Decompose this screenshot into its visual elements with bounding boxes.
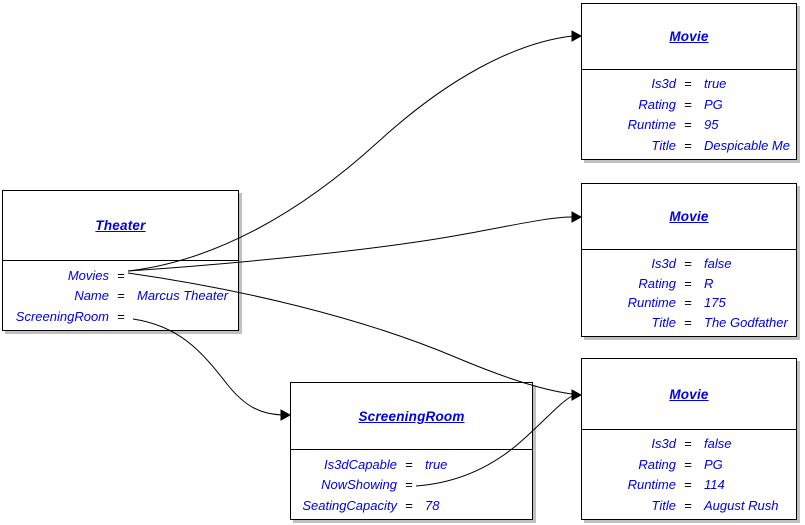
property-row-title: Title = The Godfather <box>582 314 796 331</box>
property-value: Despicable Me <box>704 137 790 153</box>
property-value: PG <box>704 96 723 112</box>
equals-sign: = <box>405 497 413 513</box>
connector-theater-screeningroom-to-screeningroom[interactable] <box>132 318 283 416</box>
property-name: Rating <box>638 96 676 112</box>
theater-properties: Movies = Name = Marcus Theater Screening… <box>3 261 238 330</box>
equals-sign: = <box>684 477 692 493</box>
equals-sign: = <box>684 275 692 291</box>
property-value: false <box>704 436 732 452</box>
property-row-runtime: Runtime = 114 <box>582 476 796 493</box>
property-name: ScreeningRoom <box>15 308 109 324</box>
property-row-is3d: Is3d = false <box>582 435 796 452</box>
property-value: true <box>704 76 727 92</box>
property-name: Movies <box>67 267 109 283</box>
property-name: Rating <box>638 275 676 291</box>
property-value: PG <box>704 456 723 472</box>
property-name: Is3d <box>651 76 676 92</box>
property-row-nowshowing: NowShowing = <box>291 476 532 493</box>
property-name: Title <box>651 497 676 513</box>
property-value: The Godfather <box>704 315 788 331</box>
property-row-rating: Rating = R <box>582 275 796 292</box>
property-value: false <box>704 255 732 271</box>
property-name: SeatingCapacity <box>302 497 397 513</box>
movie3-title: Movie <box>669 386 709 402</box>
movie2-properties: Is3d = false Rating = R Runtime = 175 Ti… <box>582 250 796 336</box>
property-row-is3dcapable: Is3dCapable = true <box>291 456 532 473</box>
property-value: August Rush <box>704 497 779 513</box>
equals-sign: = <box>117 288 125 303</box>
equals-sign: = <box>684 255 692 271</box>
theater-object-box[interactable]: Theater Movies = Name = Marcus Theater S… <box>2 190 239 331</box>
theater-header: Theater <box>3 191 238 261</box>
property-value: 175 <box>704 295 726 311</box>
screeningroom-object-box[interactable]: ScreeningRoom Is3dCapable = true NowShow… <box>290 382 533 520</box>
equals-sign: = <box>684 497 692 513</box>
movie3-properties: Is3d = false Rating = PG Runtime = 114 T… <box>582 430 796 519</box>
property-name: Rating <box>638 456 676 472</box>
property-name: Is3d <box>651 255 676 271</box>
equals-sign: = <box>684 436 692 452</box>
equals-sign: = <box>684 315 692 331</box>
movie1-properties: Is3d = true Rating = PG Runtime = 95 Tit… <box>582 70 796 159</box>
equals-sign: = <box>117 267 125 283</box>
movie3-object-box[interactable]: Movie Is3d = false Rating = PG Runtime =… <box>581 358 797 520</box>
arrowhead-screeningroom <box>280 409 292 421</box>
movie3-header: Movie <box>582 359 796 430</box>
equals-sign: = <box>117 308 125 324</box>
property-row-screeningroom: ScreeningRoom = <box>3 308 238 325</box>
screeningroom-header: ScreeningRoom <box>291 383 532 450</box>
property-row-title: Title = August Rush <box>582 497 796 514</box>
arrowhead-movie2 <box>571 211 583 223</box>
property-value: 114 <box>704 477 725 493</box>
property-value: true <box>425 456 448 472</box>
equals-sign: = <box>684 456 692 472</box>
arrowhead-movie3 <box>571 389 583 401</box>
property-name: Runtime <box>627 117 676 133</box>
equals-sign: = <box>684 117 692 133</box>
screeningroom-properties: Is3dCapable = true NowShowing = SeatingC… <box>291 450 532 519</box>
property-name: Runtime <box>627 295 676 311</box>
property-row-rating: Rating = PG <box>582 96 796 113</box>
equals-sign: = <box>405 477 413 492</box>
property-value: 78 <box>425 497 440 513</box>
property-row-name: Name = Marcus Theater <box>3 287 238 304</box>
property-row-movies: Movies = <box>3 267 238 284</box>
equals-sign: = <box>405 456 413 472</box>
property-name: Title <box>651 137 676 153</box>
arrowhead-movie1 <box>571 30 583 42</box>
movie2-object-box[interactable]: Movie Is3d = false Rating = R Runtime = … <box>581 183 797 337</box>
property-value: R <box>704 275 714 291</box>
property-name: Is3dCapable <box>324 456 397 472</box>
property-name: Is3d <box>651 436 676 452</box>
property-row-title: Title = Despicable Me <box>582 137 796 154</box>
equals-sign: = <box>684 295 692 311</box>
property-row-runtime: Runtime = 175 <box>582 294 796 311</box>
property-row-runtime: Runtime = 95 <box>582 116 796 133</box>
property-name: NowShowing <box>321 477 397 492</box>
movie1-title: Movie <box>669 29 709 44</box>
property-row-is3d: Is3d = false <box>582 255 796 272</box>
property-value: 95 <box>704 117 719 133</box>
movie2-header: Movie <box>582 184 796 250</box>
movie1-header: Movie <box>582 4 796 70</box>
equals-sign: = <box>684 76 692 92</box>
property-row-seatingcapacity: SeatingCapacity = 78 <box>291 497 532 514</box>
theater-title: Theater <box>95 218 146 233</box>
movie2-title: Movie <box>669 209 709 224</box>
property-row-rating: Rating = PG <box>582 456 796 473</box>
property-name: Title <box>651 315 676 331</box>
screeningroom-title: ScreeningRoom <box>358 408 465 424</box>
equals-sign: = <box>684 137 692 153</box>
property-name: Name <box>74 288 109 303</box>
property-value: Marcus Theater <box>137 288 229 303</box>
property-row-is3d: Is3d = true <box>582 75 796 92</box>
movie1-object-box[interactable]: Movie Is3d = true Rating = PG Runtime = … <box>581 3 797 160</box>
property-name: Runtime <box>627 477 676 493</box>
equals-sign: = <box>684 96 692 112</box>
